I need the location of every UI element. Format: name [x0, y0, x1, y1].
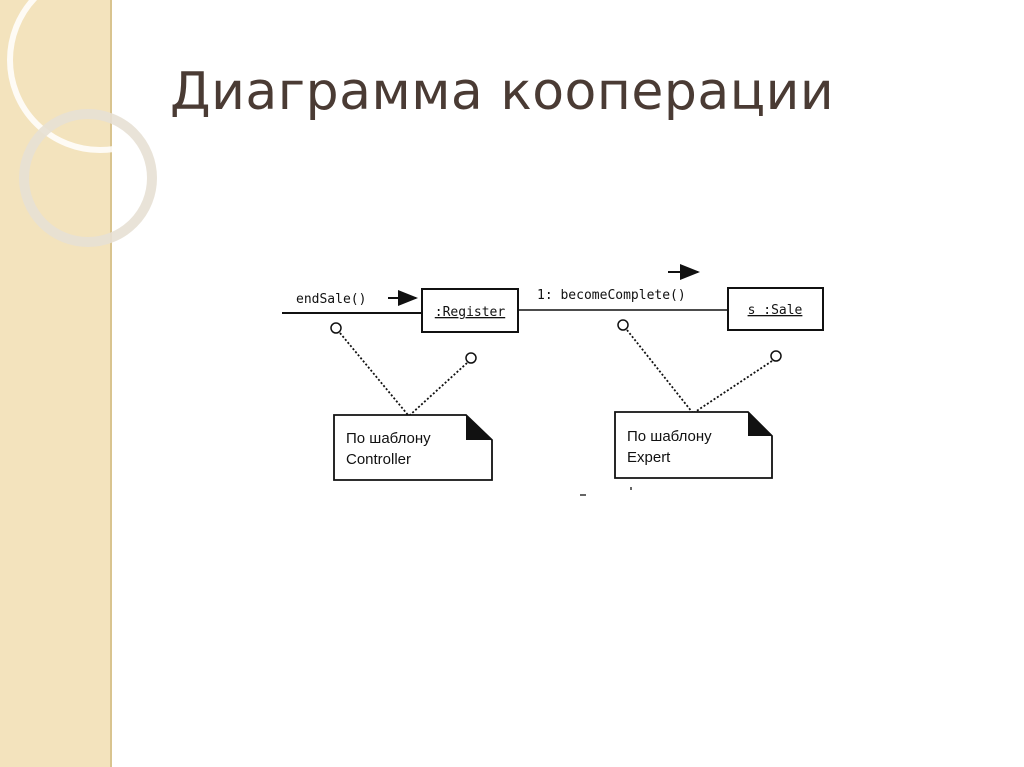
- controller-connector-right: [409, 362, 468, 416]
- controller-note: [333, 414, 493, 481]
- register-object-label: :Register: [435, 305, 506, 320]
- expert-note-line2: Expert: [627, 449, 671, 466]
- controller-anchor-right: [465, 352, 477, 364]
- expert-anchor-left: [617, 319, 629, 331]
- register-object: [421, 288, 519, 333]
- decorative-circle-small: [19, 109, 157, 247]
- decorative-circle-large: [7, 0, 193, 153]
- expert-anchor-right: [770, 350, 782, 362]
- sale-object: [727, 287, 824, 331]
- incoming-message-label: endSale(): [296, 292, 366, 307]
- expert-note-line1: По шаблону: [627, 428, 712, 445]
- sale-object-label: s :Sale: [748, 303, 803, 318]
- controller-anchor-left: [330, 322, 342, 334]
- controller-note-line1: По шаблону: [346, 430, 431, 447]
- expert-note-fold: [748, 412, 772, 436]
- expert-connector-left: [626, 329, 693, 413]
- controller-note-line2: Controller: [346, 451, 411, 468]
- expert-connector-right: [694, 360, 773, 413]
- controller-connector-left: [339, 332, 409, 416]
- page-title: Диаграмма кооперации: [170, 62, 835, 122]
- expert-note: [614, 411, 773, 479]
- controller-note-fold: [466, 415, 492, 440]
- become-complete-message-label: 1: becomeComplete(): [537, 288, 686, 303]
